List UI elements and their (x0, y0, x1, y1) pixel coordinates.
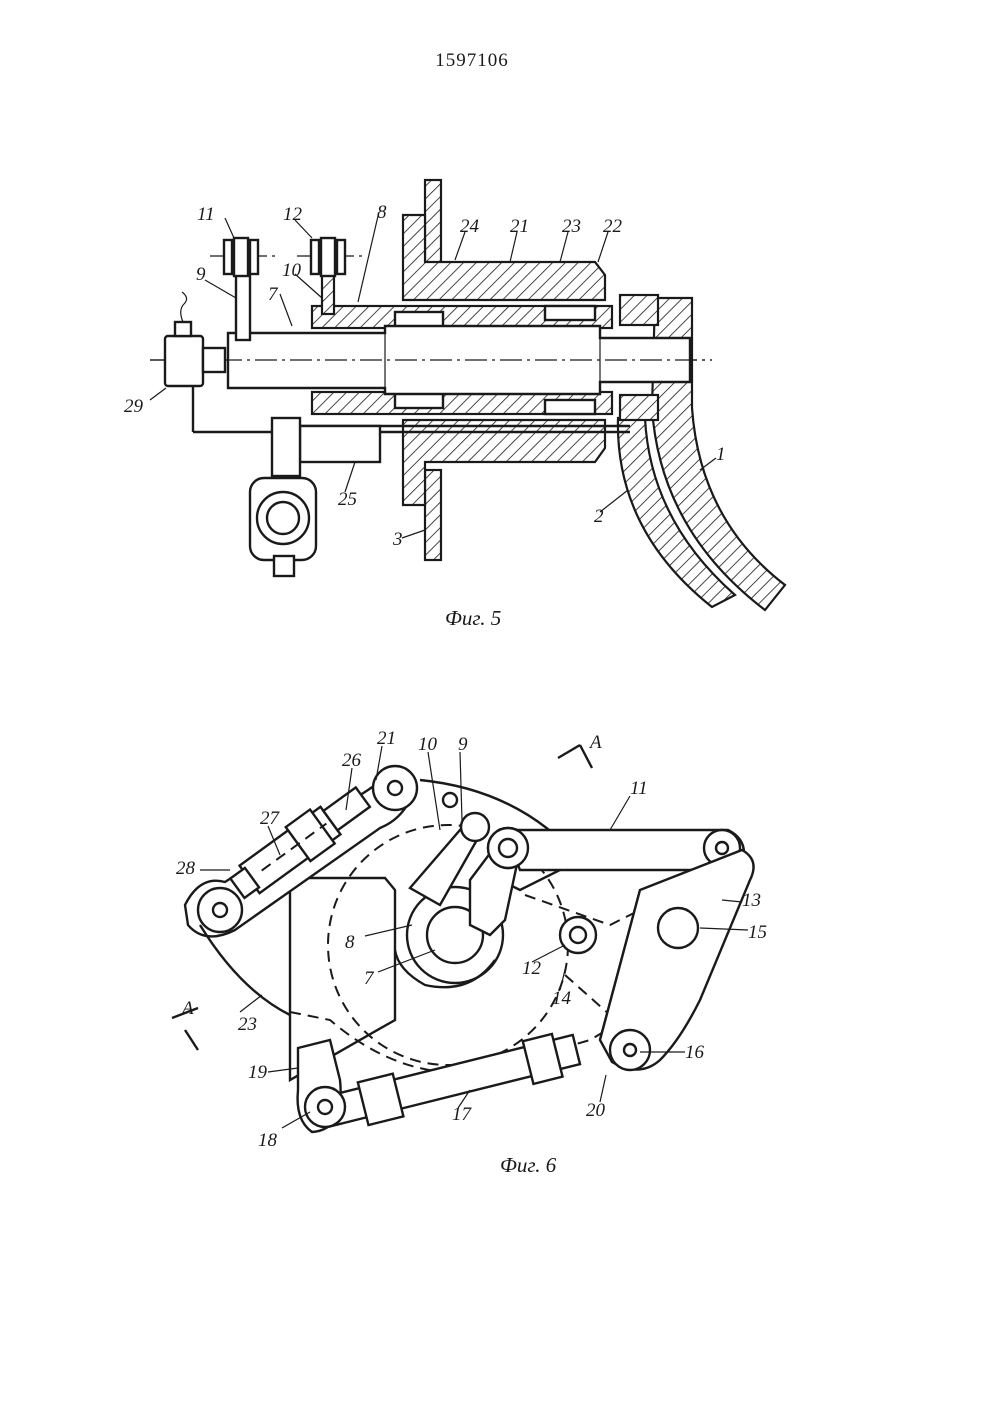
figure-5-caption: Фиг. 5 (445, 606, 501, 630)
fig5-label: 21 (510, 216, 529, 237)
rod-25 (300, 426, 380, 462)
pivot-15 (658, 908, 698, 948)
fig6-label: 20 (586, 1100, 606, 1121)
fig5-label: 2 (594, 506, 604, 527)
end-cap-lower (620, 395, 658, 420)
figure-6: 21 10 9 А 26 11 27 28 13 15 8 7 12 14 А … (172, 728, 767, 1177)
fig5-label: 25 (338, 489, 357, 510)
document-number: 1597106 (435, 50, 509, 71)
sensor-29 (165, 336, 203, 386)
fig5-label: 9 (196, 264, 206, 285)
lever-10 (322, 274, 334, 314)
lever-9 (236, 272, 250, 340)
pivot-21 (373, 766, 417, 810)
fig6-label: 8 (345, 932, 355, 953)
fig6-label: 23 (238, 1014, 257, 1035)
roller-12 (297, 238, 365, 276)
plate-3-upper (425, 180, 441, 275)
fig5-label: 12 (283, 204, 303, 225)
fig5-label: 1 (716, 444, 726, 465)
fig6-label: 9 (458, 734, 468, 755)
roller-12 (560, 917, 596, 953)
fig6-label: 16 (685, 1042, 705, 1063)
fig6-label: 7 (364, 968, 375, 989)
fig5-label: 3 (392, 529, 403, 550)
lever-block (272, 418, 300, 476)
plate-3-lower (425, 470, 441, 560)
fig5-label: 8 (377, 202, 387, 223)
fig6-label: 17 (452, 1104, 473, 1125)
fig6-label: 27 (260, 808, 281, 829)
fig6-label: 19 (248, 1062, 268, 1083)
fig6-label: 14 (552, 988, 572, 1009)
pivot-16 (610, 1030, 650, 1070)
fig6-label: 28 (176, 858, 196, 879)
fig5-label: 7 (268, 284, 279, 305)
fig5-label: 29 (124, 396, 144, 417)
fig5-label: 23 (562, 216, 581, 237)
end-cap-upper (620, 295, 658, 325)
fig6-label: А (588, 732, 602, 753)
fig6-label: 10 (418, 734, 438, 755)
fig6-label: А (180, 998, 194, 1019)
fig6-label: 11 (630, 778, 648, 799)
pivot-18 (305, 1087, 345, 1127)
figure-5: 11 12 8 24 21 23 22 9 10 7 29 25 3 2 1 Ф… (124, 180, 785, 630)
fig5-label: 10 (282, 260, 302, 281)
fig5-label: 11 (197, 204, 215, 225)
fig6-label: 12 (522, 958, 542, 979)
fig5-label: 24 (460, 216, 480, 237)
fig6-label: 26 (342, 750, 362, 771)
fig6-label: 15 (748, 922, 767, 943)
figure-6-caption: Фиг. 6 (500, 1153, 557, 1177)
fig5-label: 22 (603, 216, 623, 237)
roller-assembly (250, 478, 316, 576)
pivot-upper-left (198, 888, 242, 932)
fig6-label: 13 (742, 890, 761, 911)
fig6-label: 18 (258, 1130, 278, 1151)
fig6-label: 21 (377, 728, 396, 749)
roller-11 (210, 238, 280, 276)
